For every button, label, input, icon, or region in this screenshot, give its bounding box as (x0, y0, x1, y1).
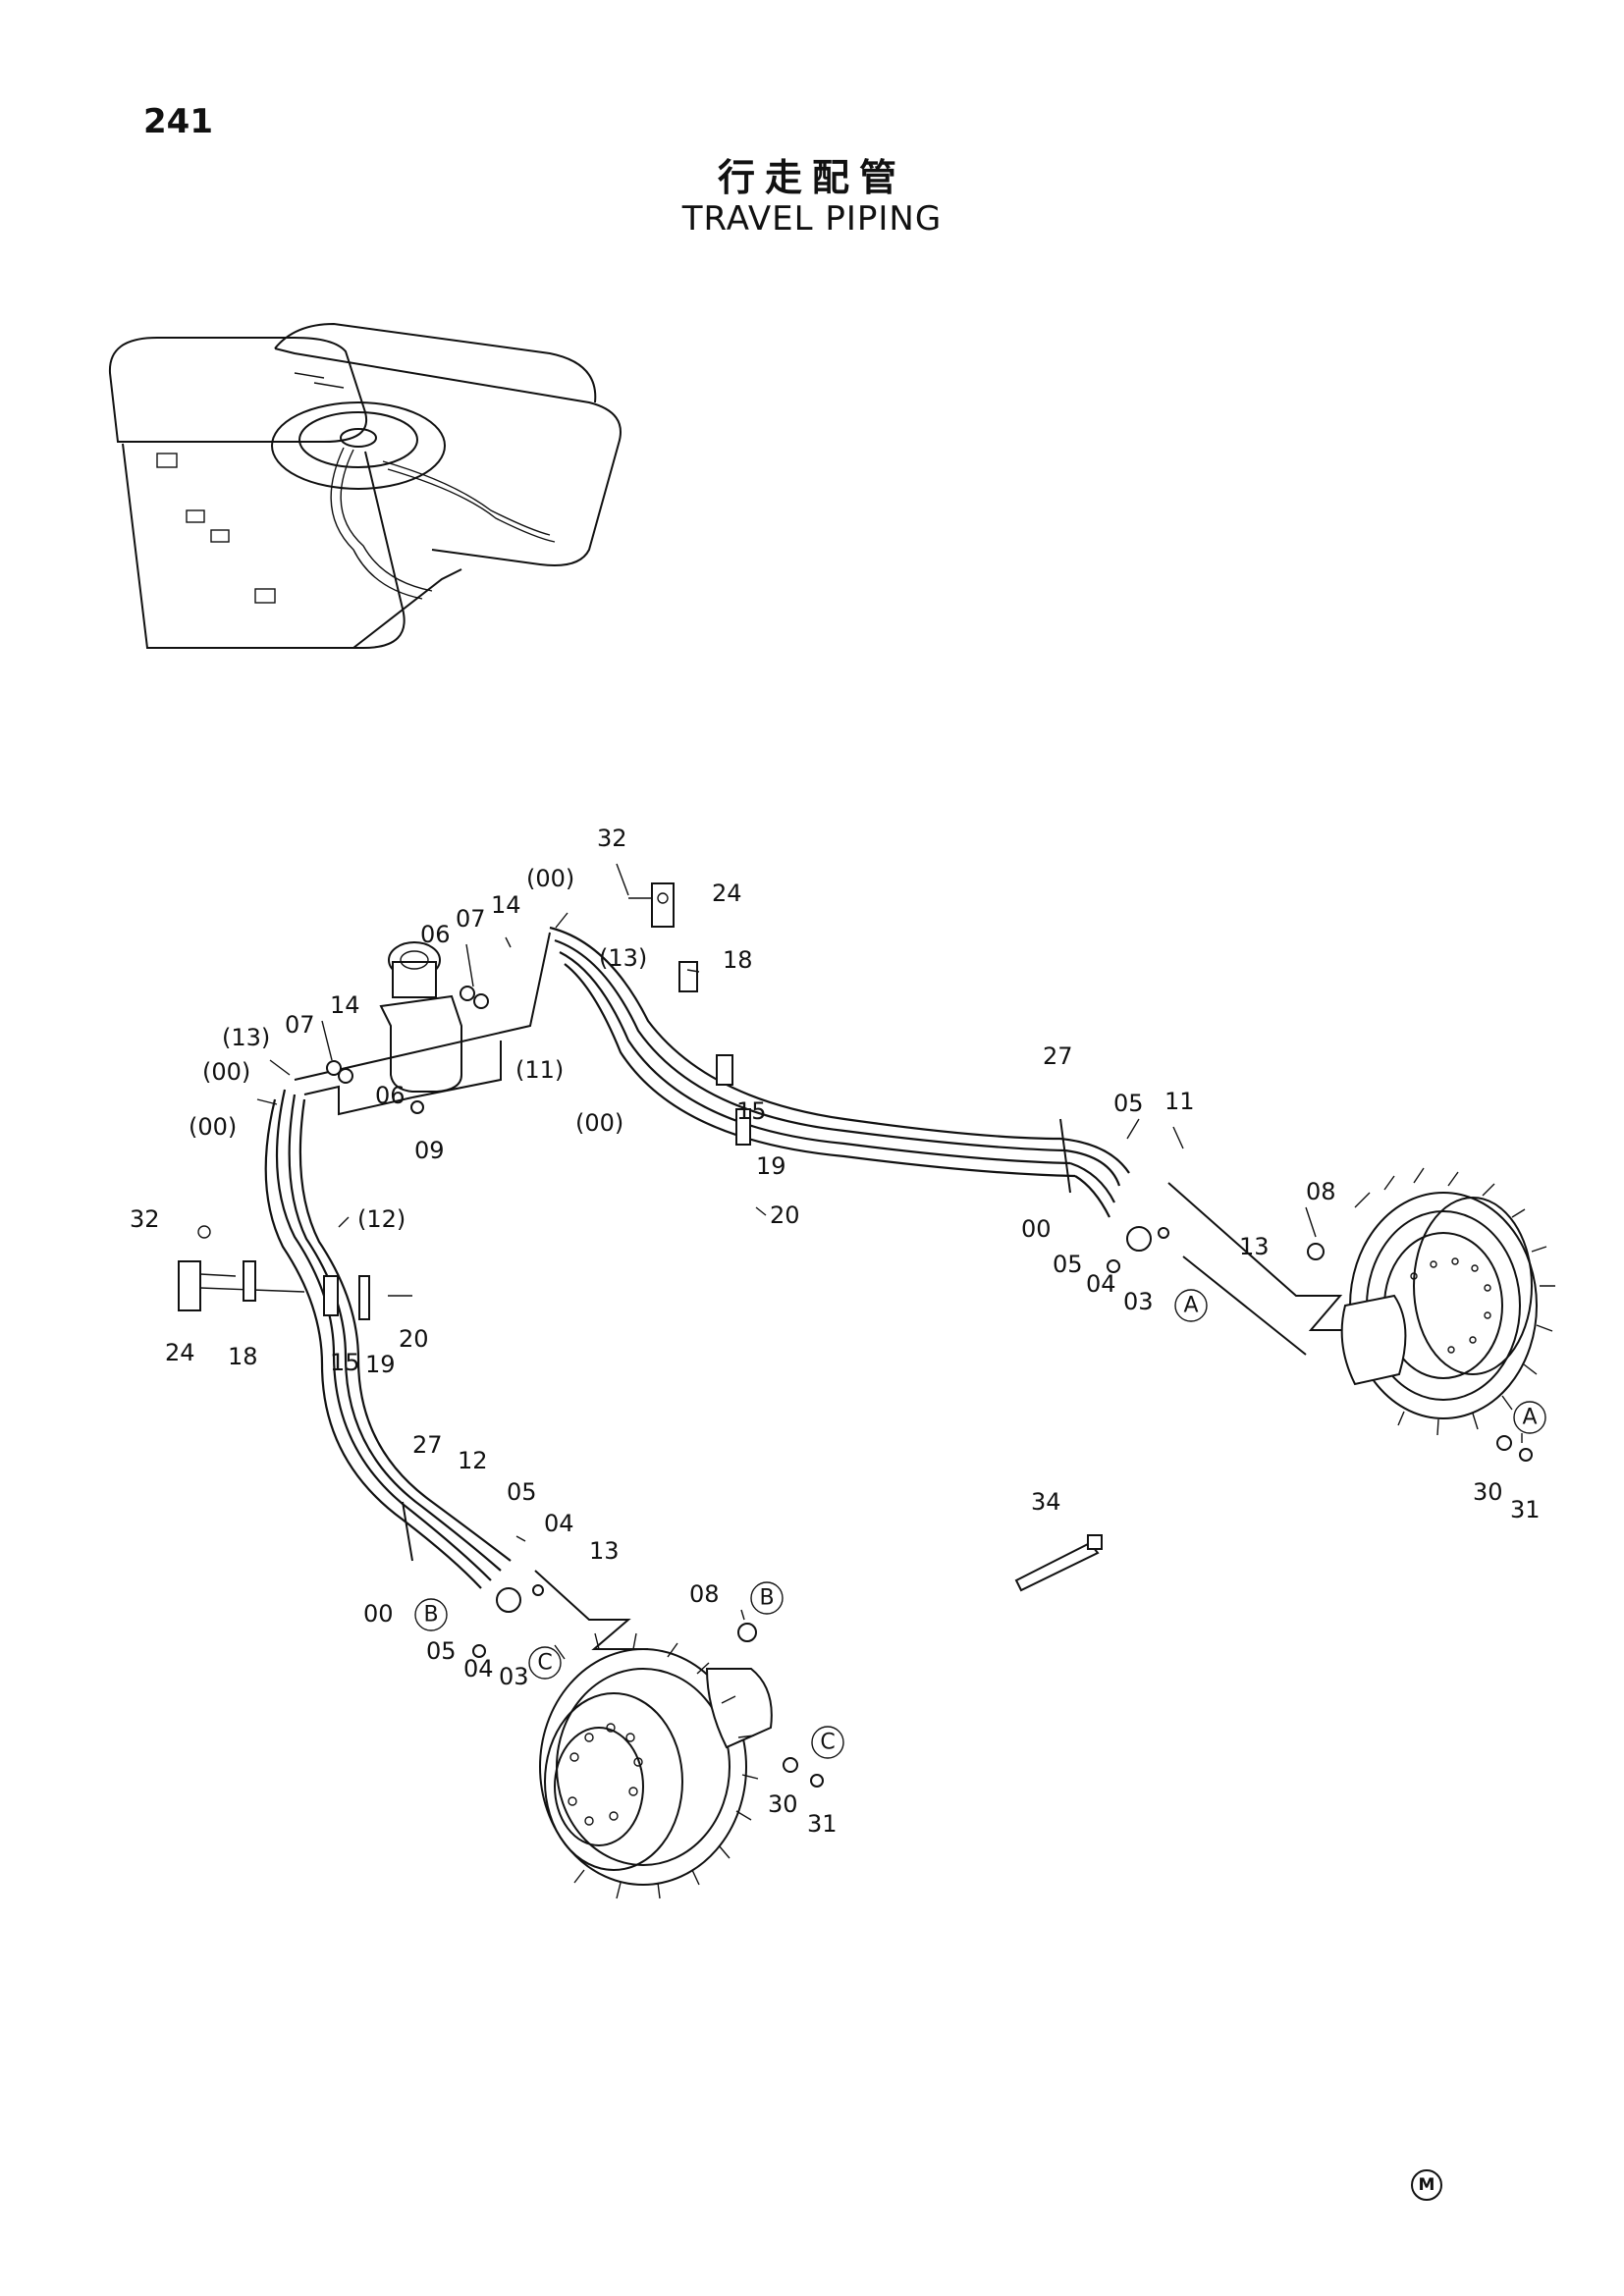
ref-marker-a-2: A (1522, 1406, 1537, 1430)
callout-09: 09 (414, 1137, 445, 1164)
reference-markers: A A B B C C (414, 1289, 1546, 1759)
callout-24-top: 24 (712, 880, 742, 907)
callout-20-left: 20 (399, 1325, 429, 1353)
leader-lines (256, 863, 1523, 1621)
callout-12: (12) (357, 1205, 406, 1233)
upper-hose-bundle (549, 926, 1365, 1356)
clamp-hardware-left (178, 1225, 412, 1320)
undercarriage-overview (108, 322, 622, 649)
callout-06-left: 06 (375, 1082, 406, 1109)
callout-00-mid: (00) (575, 1109, 623, 1137)
callout-14-left: 14 (330, 991, 360, 1019)
callout-30-right: 30 (1473, 1478, 1503, 1506)
callout-34: 34 (1031, 1488, 1061, 1516)
callout-13-left: (13) (222, 1024, 270, 1051)
pipe-manifold (294, 932, 551, 1116)
ref-marker-b-2: B (759, 1586, 774, 1611)
callout-07-top: 07 (456, 905, 486, 933)
clamp-hardware-upper (628, 882, 767, 1216)
callout-00-lower: 00 (363, 1600, 394, 1628)
callout-05-right: 05 (1053, 1251, 1083, 1278)
cable-tie (1014, 1534, 1103, 1592)
callout-03-lower: 03 (499, 1663, 529, 1690)
center-joint (379, 941, 462, 1093)
callout-08-lower: 08 (689, 1580, 720, 1608)
title-japanese: 行走配管 (717, 156, 906, 199)
callout-18-left: 18 (228, 1343, 258, 1370)
callout-06-top: 06 (420, 921, 451, 948)
callout-13-top: (13) (599, 944, 647, 972)
ref-marker-c-2: C (820, 1731, 835, 1755)
right-travel-motor (1340, 1167, 1555, 1436)
fasteners (472, 1226, 1533, 1788)
callout-04-right: 04 (1086, 1270, 1116, 1298)
title-english: TRAVEL PIPING (681, 199, 943, 239)
callout-04-lower: 04 (463, 1655, 494, 1682)
callout-27-lower: 27 (412, 1431, 443, 1459)
page-number: 241 (143, 102, 213, 141)
callout-32-left: 32 (130, 1205, 160, 1233)
callout-00-left-2: (00) (189, 1113, 237, 1141)
callout-05-lower-top: 05 (507, 1478, 537, 1506)
callout-31-lower: 31 (807, 1810, 838, 1838)
callout-03-right: 03 (1123, 1288, 1154, 1315)
callout-15-left: 15 (330, 1349, 360, 1376)
callout-00-right: 00 (1021, 1215, 1052, 1243)
ref-marker-a-1: A (1183, 1294, 1198, 1318)
ref-marker-b-1: B (423, 1603, 438, 1628)
callout-08-right: 08 (1306, 1178, 1336, 1205)
lower-hose-bundle (264, 1089, 648, 1650)
callout-18-top: 18 (723, 946, 753, 974)
callout-05-lower: 05 (426, 1637, 457, 1665)
callout-13-lower: 13 (589, 1537, 620, 1565)
hose-bands (402, 1118, 1071, 1562)
callout-00-top: (00) (526, 865, 574, 892)
callout-19-top: 19 (756, 1152, 786, 1180)
callout-11-right: 11 (1164, 1088, 1195, 1115)
callout-05-right-top: 05 (1113, 1090, 1144, 1117)
callout-14-top: 14 (491, 891, 521, 919)
callout-labels: 32 24 18 (00) 14 07 06 (13) (11) (00) 15… (130, 825, 1541, 1838)
callout-12-lower: 12 (458, 1447, 488, 1474)
callout-04-lower-top: 04 (544, 1510, 574, 1537)
callout-07-left: 07 (285, 1011, 315, 1039)
lower-travel-motor (539, 1632, 773, 1899)
callout-00-left-1: (00) (202, 1058, 250, 1086)
callout-27-right: 27 (1043, 1042, 1073, 1070)
ref-marker-c-1: C (537, 1651, 552, 1676)
callout-32-top: 32 (597, 825, 627, 852)
corner-mark: M (1411, 2169, 1442, 2201)
callout-24-left: 24 (165, 1339, 195, 1366)
callout-11: (11) (515, 1056, 564, 1084)
callout-31-right: 31 (1510, 1496, 1541, 1523)
callout-13-right: 13 (1239, 1233, 1270, 1260)
callout-19-left: 19 (365, 1351, 396, 1378)
callout-30-lower: 30 (768, 1790, 798, 1818)
callout-15-top: 15 (736, 1097, 767, 1125)
callout-20-top: 20 (770, 1201, 800, 1229)
